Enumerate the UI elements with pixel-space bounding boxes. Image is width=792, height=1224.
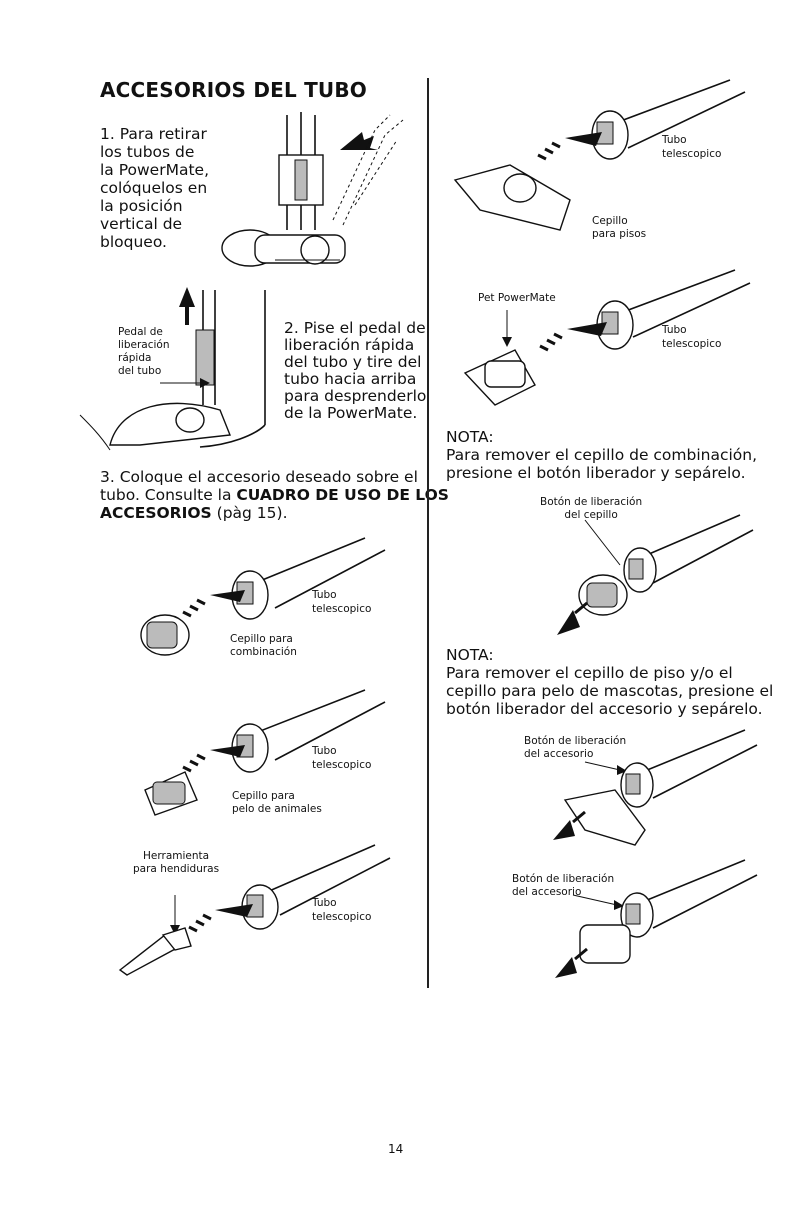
floor-brush-illustration — [453, 79, 746, 231]
pet-brush-label: Cepillo para pelo de animales — [232, 790, 322, 815]
pet-powermate-label: Pet PowerMate — [478, 292, 556, 304]
step-3-text: 3. Coloque el accesorio deseado sobre el… — [100, 468, 449, 522]
page-title: ACCESORIOS DEL TUBO — [100, 78, 368, 102]
combination-brush-illustration — [140, 537, 386, 656]
step-2-text: 2. Pise el pedal de liberación rápida de… — [284, 319, 427, 422]
floor-brush-label: Cepillo para pisos — [592, 215, 647, 240]
powermate-upright-illustration — [221, 112, 404, 267]
column-divider — [427, 78, 429, 988]
brush-release-label: Botón de liberación del cepillo — [540, 496, 643, 521]
crevice-tool-label: Herramienta para hendiduras — [133, 850, 220, 875]
tube-label-3: Tubo telescopico — [312, 897, 372, 923]
pedal-pointer-arrow — [160, 378, 210, 388]
accessory-release-label-2: Botón de liberación del accesorio — [512, 873, 615, 898]
tube-label-2: Tubo telescopico — [312, 745, 372, 771]
floor-brush-release-illustration — [553, 729, 758, 846]
step-1-text: 1. Para retirar los tubos de la PowerMat… — [100, 125, 210, 251]
note-1: NOTA: Para remover el cepillo de combina… — [446, 428, 758, 482]
tube-label-5: Tubo telescopico — [662, 324, 722, 350]
note-2: NOTA: Para remover el cepillo de piso y/… — [446, 646, 774, 718]
pedal-release-illustration — [79, 287, 266, 451]
tube-label-4: Tubo telescopico — [662, 134, 722, 160]
pet-hair-brush-illustration — [144, 689, 386, 816]
brush-release-illustration — [557, 514, 754, 635]
pedal-label: Pedal de liberación rápida del tubo — [118, 326, 170, 377]
page-number: 14 — [388, 1142, 404, 1156]
pet-powermate-release-illustration — [555, 859, 758, 978]
accessory-release-label-1: Botón de liberación del accesorio — [524, 735, 627, 760]
crevice-tool-illustration — [118, 844, 391, 976]
combination-brush-label: Cepillo para combinación — [230, 633, 297, 658]
pet-powermate-illustration — [463, 269, 751, 406]
tube-label-1: Tubo telescopico — [312, 589, 372, 615]
